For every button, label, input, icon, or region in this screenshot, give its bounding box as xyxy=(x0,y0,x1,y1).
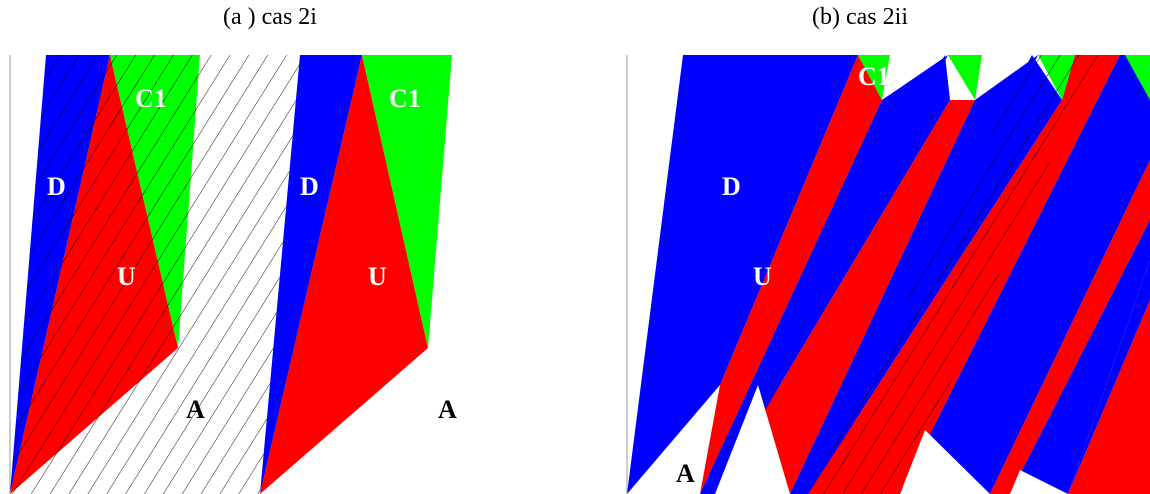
label-c1-b1: C1 xyxy=(858,62,890,91)
region-d-b6 xyxy=(1068,260,1150,494)
region-a-b2 xyxy=(900,430,990,494)
label-c1-a2: C1 xyxy=(389,84,421,113)
region-u-b4 xyxy=(990,160,1150,494)
region-c1-b2 xyxy=(948,55,982,100)
region-a-b3 xyxy=(1010,470,1068,494)
region-d-b1 xyxy=(627,55,858,494)
region-c1-a2 xyxy=(362,55,452,348)
label-a-a2: A xyxy=(438,395,457,424)
label-a-b1: A xyxy=(676,459,695,488)
region-d-b4 xyxy=(900,55,1150,494)
hatched-region-a xyxy=(10,55,300,494)
panel-b xyxy=(627,55,1150,494)
label-d-b1: D xyxy=(722,172,741,201)
label-a-a1: A xyxy=(186,395,205,424)
label-c1-a1: C1 xyxy=(135,84,167,113)
label-u-b1: U xyxy=(753,262,772,291)
label-d-a1: D xyxy=(47,172,66,201)
label-u-a2: U xyxy=(368,262,387,291)
panel-a-title: (a ) cas 2i xyxy=(223,4,317,30)
region-d-b5 xyxy=(1010,220,1150,494)
panel-b-title: (b) cas 2ii xyxy=(812,4,908,30)
region-c1-b4 xyxy=(1125,55,1150,100)
region-u-b2 xyxy=(715,100,975,494)
region-u-a2 xyxy=(260,55,428,494)
region-u-b1 xyxy=(700,55,882,494)
label-u-a1: U xyxy=(117,262,136,291)
label-d-a2: D xyxy=(300,172,319,201)
region-d-b2b xyxy=(715,55,950,494)
panel-a xyxy=(10,55,452,494)
region-c1-b1 xyxy=(858,55,890,100)
hatched-region-b xyxy=(808,55,1098,494)
region-a-b1 xyxy=(715,385,790,494)
